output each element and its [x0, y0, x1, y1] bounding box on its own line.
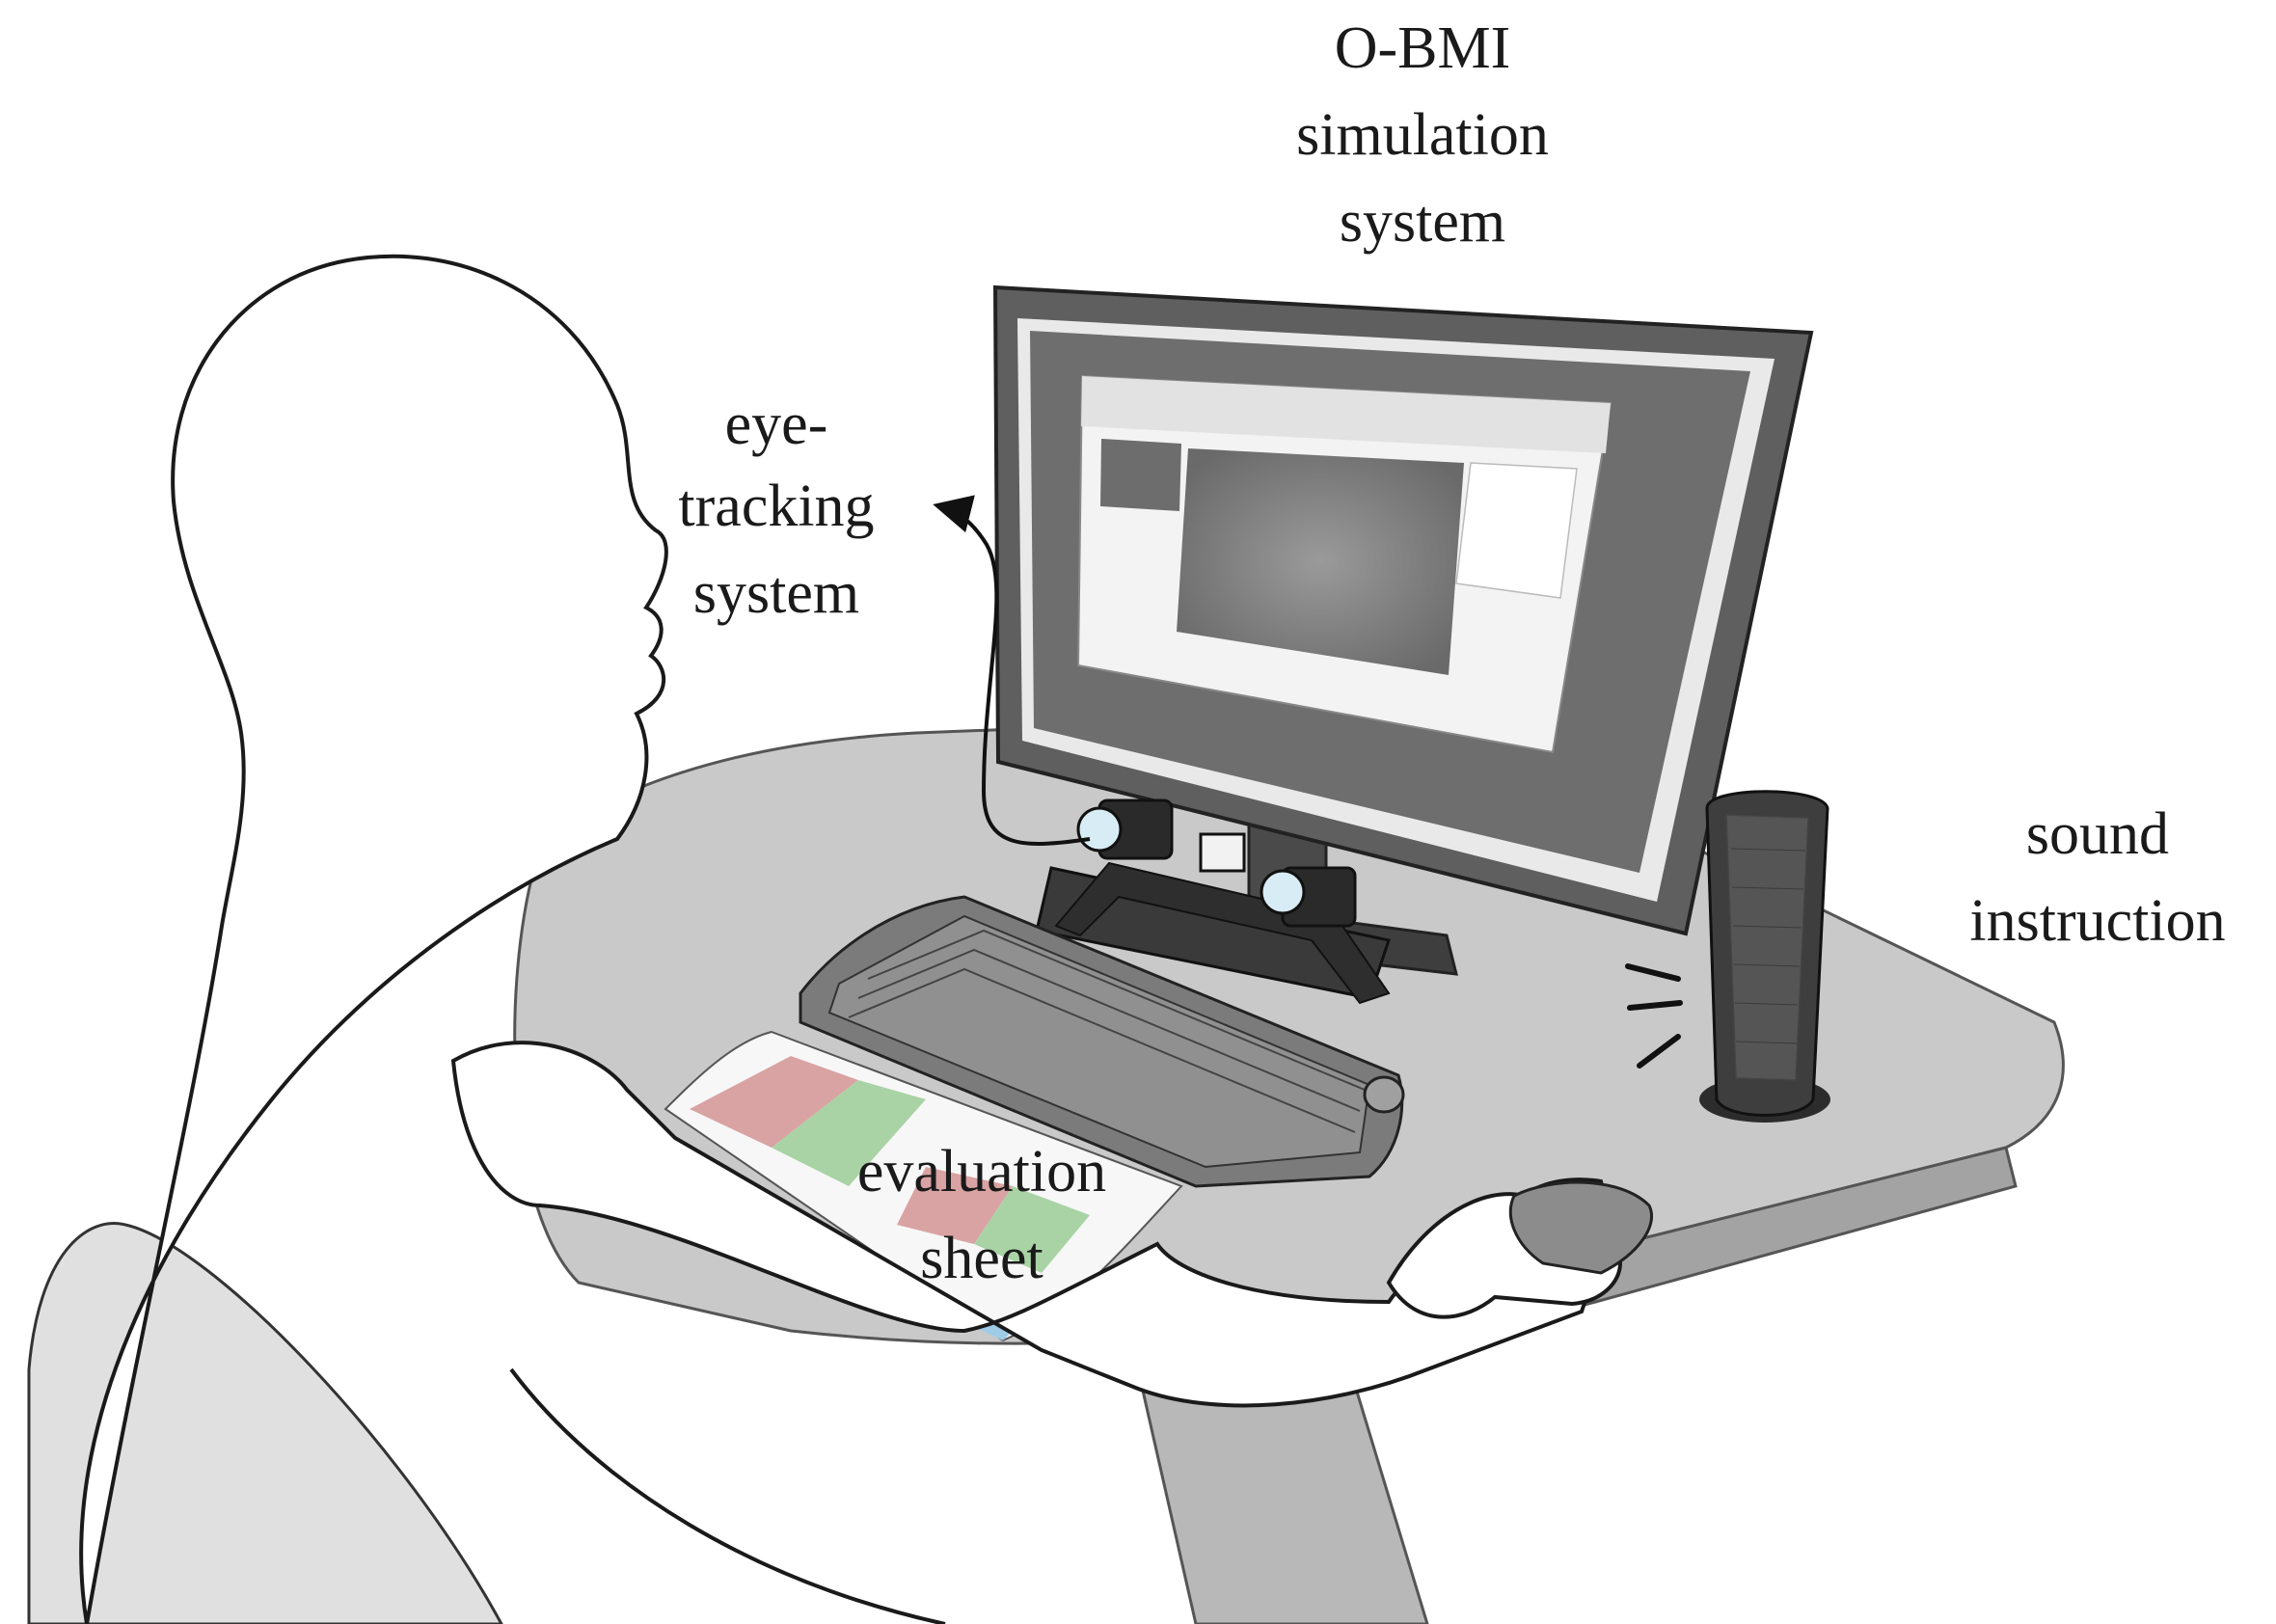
chair	[27, 1222, 503, 1624]
person-shoulder	[450, 1041, 1604, 1408]
eye-tracker-camera-icon	[1260, 866, 1357, 928]
label-evaluation-line2: sheet	[920, 1226, 1043, 1291]
speaker-icon	[1699, 790, 1830, 1123]
desk-leg	[1136, 1367, 1429, 1624]
label-eye-tracking-system: eye- tracking system	[678, 392, 874, 626]
eye-tracker-legs	[1054, 861, 1391, 1005]
keyboard-battery-tube	[1363, 1075, 1405, 1114]
eye-tracker-arrow	[933, 495, 1091, 846]
keyboard-key-rows	[848, 929, 1366, 1133]
person-body	[79, 254, 668, 1624]
label-eye-line2: tracking	[678, 474, 874, 539]
label-obmi-line1: O-BMI	[1335, 15, 1511, 81]
software-viewport	[1177, 448, 1464, 675]
label-obmi-line3: system	[1340, 189, 1505, 255]
sheet-red-block-2	[897, 1167, 1013, 1244]
monitor	[992, 284, 1814, 936]
eye-tracker-camera-icon	[1076, 798, 1174, 860]
label-evaluation-line1: evaluation	[857, 1139, 1106, 1204]
label-sound-instruction: sound instruction	[1969, 801, 2225, 954]
keyboard-keys	[827, 914, 1371, 1169]
keyboard-icon	[799, 895, 1405, 1188]
software-toolbar	[1081, 376, 1611, 453]
label-obmi-system: O-BMI simulation system	[1296, 15, 1549, 255]
sheet-red-block	[690, 1056, 858, 1148]
person-arm-contour	[509, 1367, 946, 1624]
label-eye-line1: eye-	[725, 392, 828, 457]
software-side-panel	[1455, 462, 1578, 599]
software-thumbnail	[1100, 439, 1181, 511]
mouse-icon	[1508, 1180, 1654, 1275]
label-evaluation-sheet: evaluation sheet	[857, 1139, 1106, 1291]
label-sound-line1: sound	[2026, 801, 2169, 867]
speaker-grille	[1730, 848, 1806, 1044]
sound-waves-icon	[1625, 963, 1683, 1069]
sheet-green-block-2	[974, 1186, 1090, 1273]
label-eye-line3: system	[693, 560, 859, 626]
label-sound-line2: instruction	[1969, 888, 2225, 954]
eye-tracker-center-cam	[1199, 832, 1246, 873]
label-obmi-line2: simulation	[1296, 102, 1549, 168]
sheet-green-block	[772, 1080, 926, 1186]
